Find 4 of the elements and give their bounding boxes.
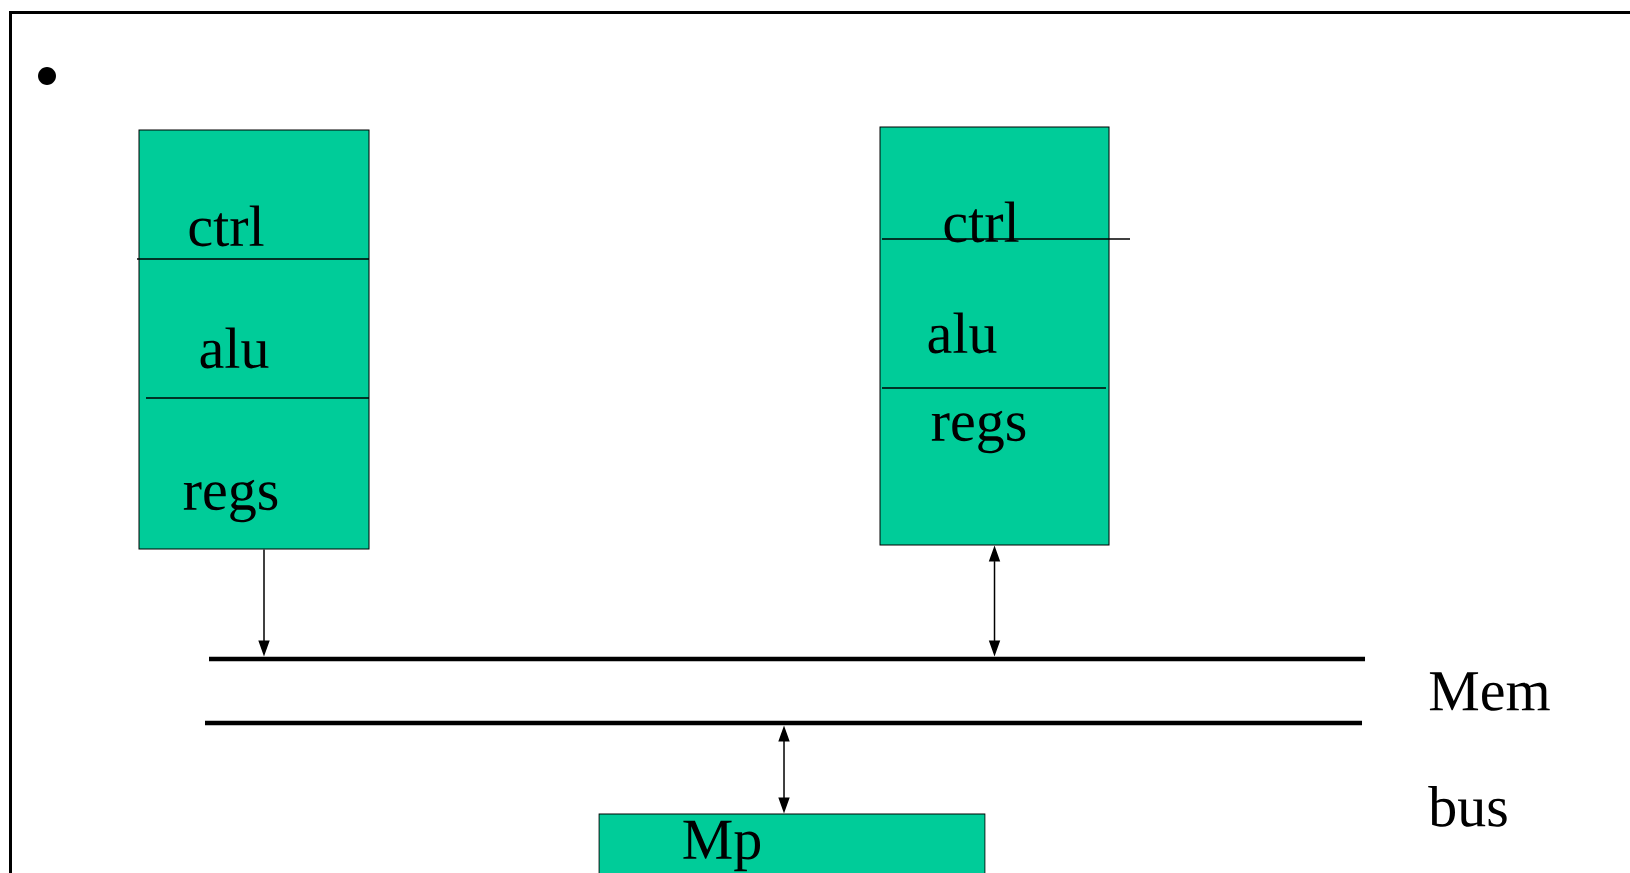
bus-label: Mem bus (1428, 672, 1550, 827)
processor-box: ctrl alu regs (879, 126, 1131, 546)
memory-box: Mp (598, 813, 986, 873)
processor-box: ctrl alu regs (136, 129, 370, 550)
